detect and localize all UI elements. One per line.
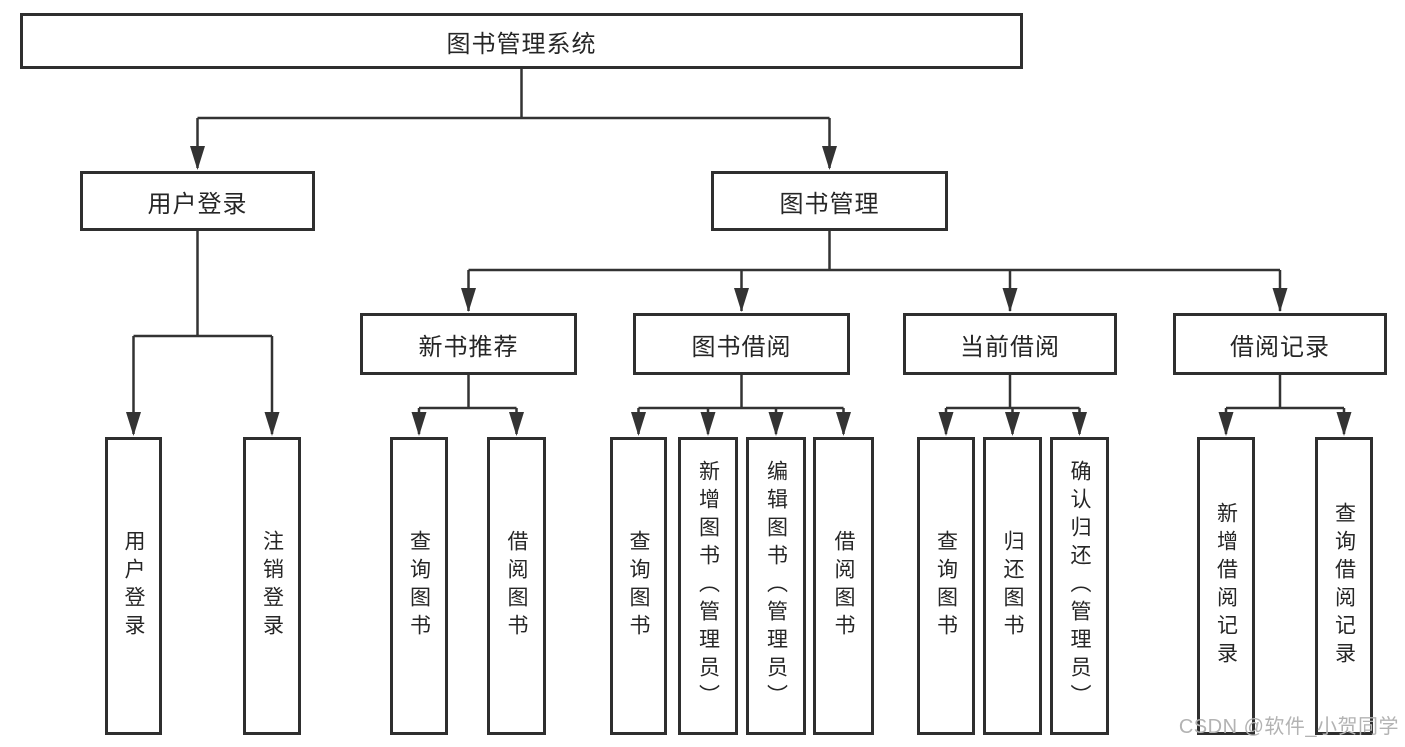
node-book-borrowing: 图书借阅 <box>633 313 850 375</box>
csdn-watermark: CSDN @软件_小贺同学 <box>1178 716 1399 738</box>
leaf-query-books-1: 查询图书 <box>390 437 448 735</box>
leaf-borrow-books-2: 借阅图书 <box>813 437 874 735</box>
leaf-add-book-admin: 新增图书（管理员） <box>678 437 738 735</box>
node-current-borrowing: 当前借阅 <box>903 313 1117 375</box>
leaf-borrow-books-1: 借阅图书 <box>487 437 546 735</box>
node-user-login: 用户登录 <box>80 171 315 231</box>
leaf-query-books-2: 查询图书 <box>610 437 667 735</box>
node-root-library-system: 图书管理系统 <box>20 13 1023 69</box>
arrowheads <box>126 146 1352 436</box>
leaf-add-borrow-record: 新增借阅记录 <box>1197 437 1255 735</box>
leaf-logout: 注销登录 <box>243 437 301 735</box>
leaf-return-book: 归还图书 <box>983 437 1042 735</box>
leaf-query-books-3: 查询图书 <box>917 437 975 735</box>
leaf-confirm-return-admin: 确认归还（管理员） <box>1050 437 1109 735</box>
leaf-user-login: 用户登录 <box>105 437 162 735</box>
node-book-management: 图书管理 <box>711 171 948 231</box>
connector-rails <box>132 69 1346 434</box>
leaf-query-borrow-record: 查询借阅记录 <box>1315 437 1373 735</box>
node-new-book-recommend: 新书推荐 <box>360 313 577 375</box>
node-borrowing-records: 借阅记录 <box>1173 313 1387 375</box>
leaf-edit-book-admin: 编辑图书（管理员） <box>746 437 806 735</box>
